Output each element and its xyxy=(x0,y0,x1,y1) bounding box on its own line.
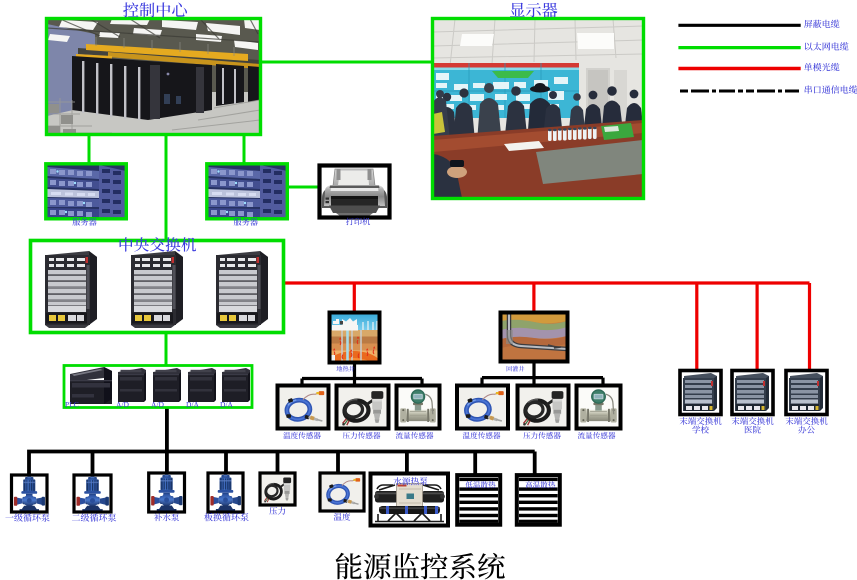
svg-text:D/A: D/A xyxy=(220,400,234,409)
svg-text:D/A: D/A xyxy=(186,400,200,409)
svg-text:PLC: PLC xyxy=(65,400,79,409)
svg-text:A/D: A/D xyxy=(151,400,165,409)
svg-text:A/D: A/D xyxy=(116,400,130,409)
